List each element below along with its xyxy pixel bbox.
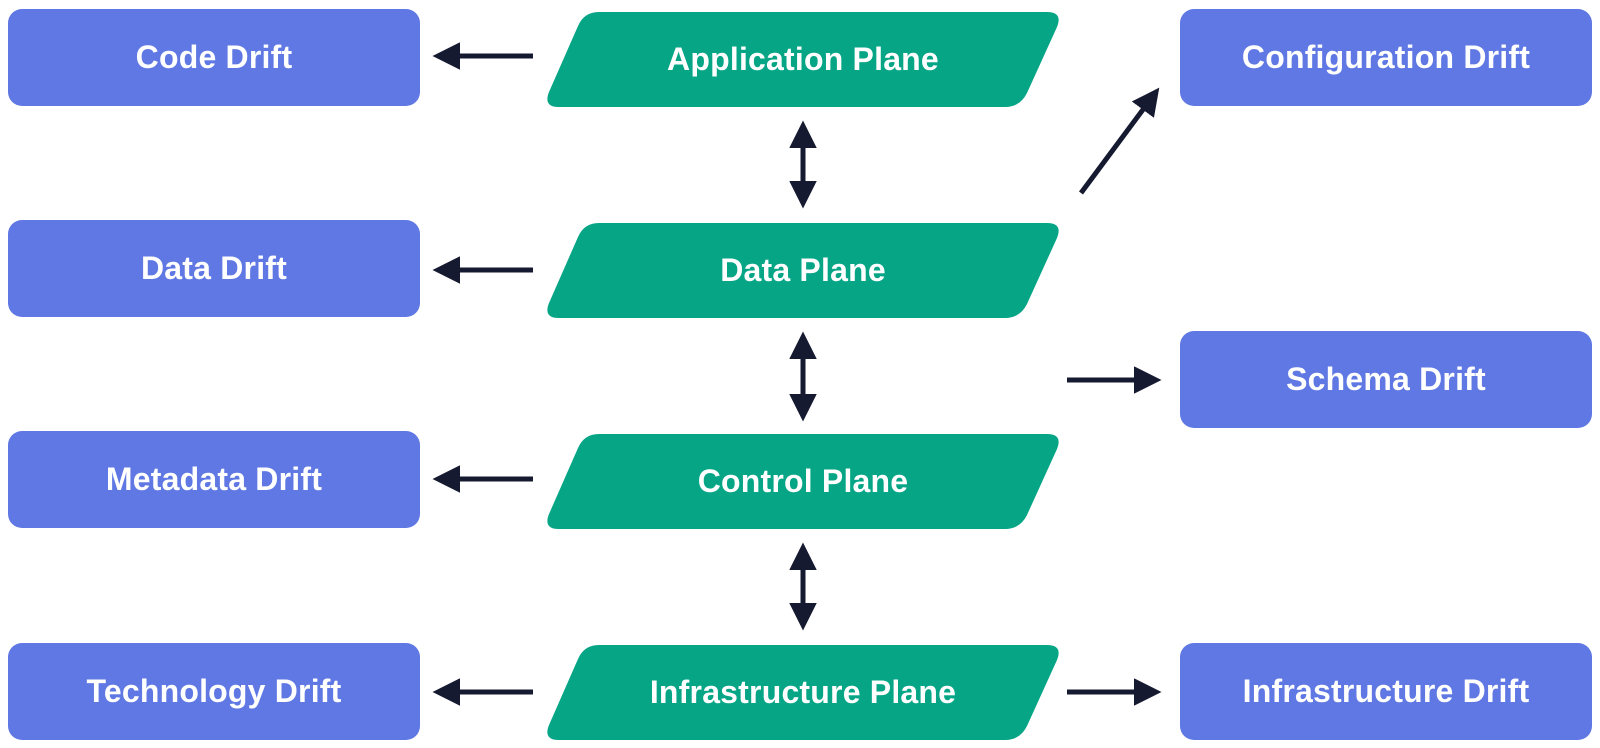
data-drift-box: Data Drift: [8, 220, 420, 317]
infrastructure-plane-label: Infrastructure Plane: [649, 674, 957, 710]
infrastructure-plane: Infrastructure Plane: [547, 645, 1059, 740]
configuration-drift-box: Configuration Drift: [1180, 9, 1592, 106]
plane-shape: [547, 12, 1059, 107]
code-drift-box: Code Drift: [8, 9, 420, 106]
data-plane: Data Plane: [547, 223, 1059, 318]
data-drift-label: Data Drift: [140, 250, 287, 286]
configuration-drift-label: Configuration Drift: [1241, 39, 1531, 75]
infrastructure-drift-box: Infrastructure Drift: [1180, 643, 1592, 740]
data-plane-label: Data Plane: [720, 252, 886, 288]
application-plane: Application Plane: [547, 12, 1059, 107]
technology-drift-box: Technology Drift: [8, 643, 420, 740]
code-drift-label: Code Drift: [135, 39, 293, 75]
control-plane: Control Plane: [547, 434, 1059, 529]
application-plane-label: Application Plane: [667, 41, 939, 77]
technology-drift-label: Technology Drift: [86, 673, 342, 709]
schema-drift-label: Schema Drift: [1286, 361, 1486, 397]
control-plane-label: Control Plane: [697, 463, 909, 499]
infrastructure-drift-label: Infrastructure Drift: [1242, 673, 1530, 709]
plane-shape: [547, 434, 1059, 529]
metadata-drift-label: Metadata Drift: [105, 461, 323, 497]
plane-shape: [547, 645, 1059, 740]
schema-drift-box: Schema Drift: [1180, 331, 1592, 428]
plane-shape: [547, 223, 1059, 318]
arrow-to-configuration-drift: [1078, 87, 1160, 195]
metadata-drift-box: Metadata Drift: [8, 431, 420, 528]
